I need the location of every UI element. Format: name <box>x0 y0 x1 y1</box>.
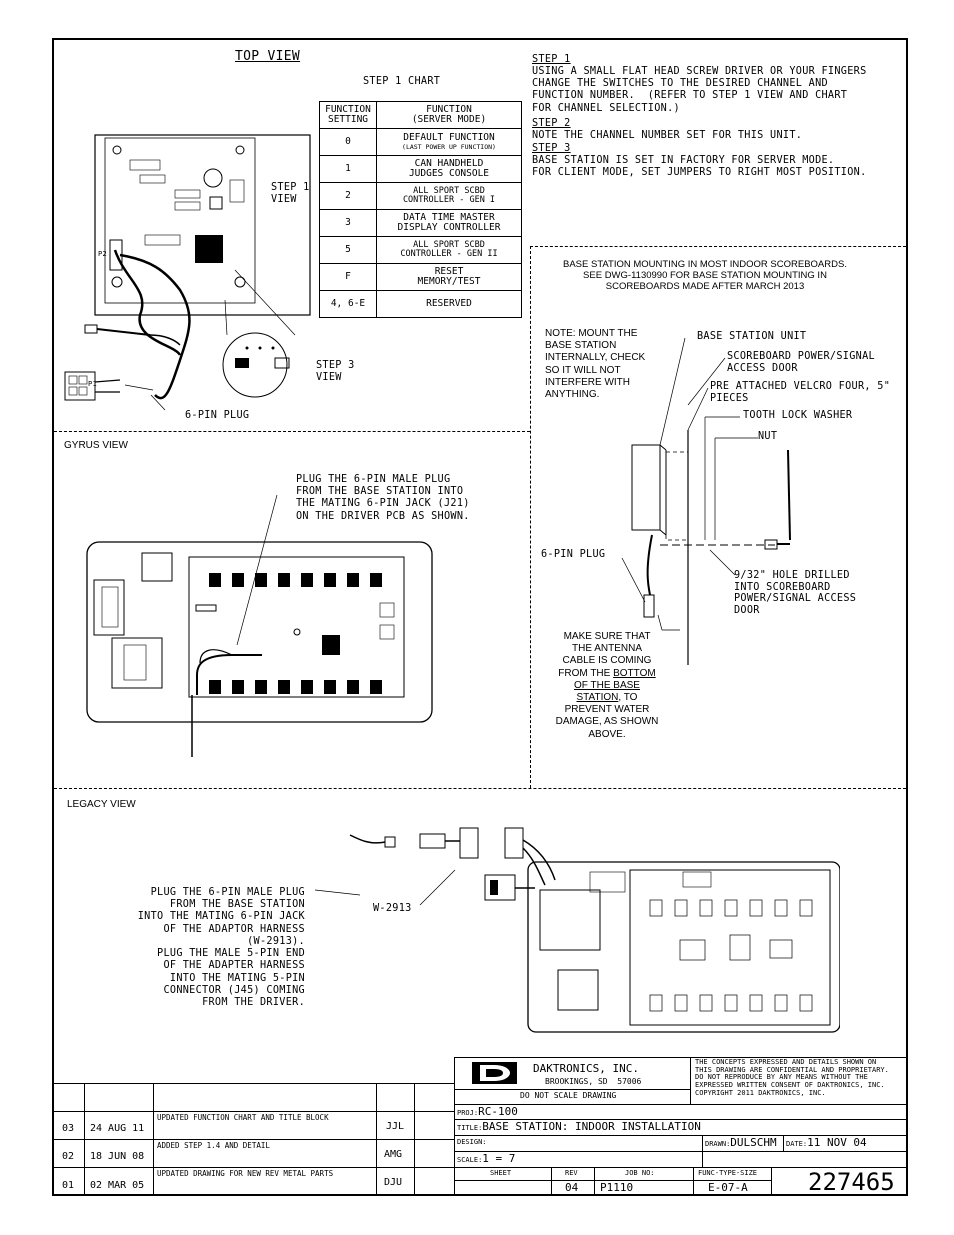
top-view-board-drawing <box>64 134 311 411</box>
chart-row: 5 ALL SPORT SCBD CONTROLLER - GEN II <box>319 236 522 264</box>
proj-field: PROJ:RC-100 <box>457 1105 518 1118</box>
chart-row: F RESET MEMORY/TEST <box>319 263 522 291</box>
label-six-pin-plug-mount: 6-PIN PLUG <box>541 549 606 560</box>
label-tooth-washer: TOOTH LOCK WASHER <box>743 410 853 421</box>
p2-label: P2 <box>98 250 108 258</box>
step2-text: NOTE THE CHANNEL NUMBER SET FOR THIS UNI… <box>532 130 803 141</box>
date-field: DATE:11 NOV 04 <box>786 1136 867 1149</box>
company-location: BROOKINGS, SD 57006 <box>545 1077 642 1086</box>
divider-mounting-right <box>906 246 907 788</box>
step3-text: BASE STATION IS SET IN FACTORY FOR SERVE… <box>532 155 867 179</box>
title-field: TITLE:BASE STATION: INDOOR INSTALLATION <box>457 1120 701 1133</box>
job-label: JOB NO: <box>625 1169 655 1177</box>
title-block-left <box>454 1057 455 1196</box>
label-velcro: PRE ATTACHED VELCRO FOUR, 5" PIECES <box>710 381 891 404</box>
top-view-title: TOP VIEW <box>235 49 301 64</box>
step1-chart-title: STEP 1 CHART <box>363 76 441 87</box>
divider-legacy-top <box>54 788 906 789</box>
six-pin-plug-label-top: 6-PIN PLUG <box>185 410 250 421</box>
design-field: DESIGN: <box>457 1138 487 1146</box>
rev-value: 04 <box>565 1181 579 1194</box>
func-value: E-07-A <box>708 1181 748 1194</box>
step1-heading: STEP 1 <box>532 54 571 65</box>
drawn-field: DRAWN:DULSCHM <box>705 1136 777 1149</box>
label-nut: NUT <box>758 431 778 442</box>
antenna-note: MAKE SURE THAT THE ANTENNA CABLE IS COMI… <box>555 631 659 740</box>
step1-view-label: STEP 1 VIEW <box>271 182 310 205</box>
company-name: DAKTRONICS, INC. <box>533 1062 639 1075</box>
legacy-text: PLUG THE 6-PIN MALE PLUG FROM THE BASE S… <box>137 887 305 1009</box>
chart-header-function: FUNCTION (SERVER MODE) <box>376 101 522 129</box>
mounting-diagram <box>621 337 791 665</box>
scale-field: SCALE:1 = 7 <box>457 1152 516 1165</box>
chart-header-setting: FUNCTION SETTING <box>319 101 377 129</box>
sheet-label: SHEET <box>490 1169 512 1177</box>
divider-mounting-top <box>530 246 906 247</box>
legacy-view-title: LEGACY VIEW <box>67 799 136 810</box>
p1-label: P1 <box>88 380 98 388</box>
gyrus-text: PLUG THE 6-PIN MALE PLUG FROM THE BASE S… <box>296 474 470 522</box>
drawing-number: 227465 <box>808 1168 895 1196</box>
divider-mounting-left <box>530 246 531 788</box>
gyrus-view-title: GYRUS VIEW <box>64 440 128 451</box>
chart-row: 3 DATA TIME MASTER DISPLAY CONTROLLER <box>319 209 522 237</box>
drawing-frame <box>52 38 908 1196</box>
label-base-station-unit: BASE STATION UNIT <box>697 331 807 342</box>
step2-heading: STEP 2 <box>532 118 571 129</box>
daktronics-logo <box>472 1062 517 1084</box>
legacy-board-drawing <box>314 827 840 1033</box>
mounting-header: BASE STATION MOUNTING IN MOST INDOOR SCO… <box>563 259 847 292</box>
label-access-door: SCOREBOARD POWER/SIGNAL ACCESS DOOR <box>727 351 875 374</box>
step1-text: USING A SMALL FLAT HEAD SCREW DRIVER OR … <box>532 66 867 114</box>
title-block-top <box>454 1057 908 1058</box>
chart-row: 1 CAN HANDHELD JUDGES CONSOLE <box>319 155 522 183</box>
label-hole: 9/32" HOLE DRILLED INTO SCOREBOARD POWER… <box>734 570 857 617</box>
mounting-note: NOTE: MOUNT THE BASE STATION INTERNALLY,… <box>545 328 646 400</box>
no-scale-note: DO NOT SCALE DRAWING <box>520 1091 617 1100</box>
chart-row: 0 DEFAULT FUNCTION(LAST POWER UP FUNCTIO… <box>319 128 522 156</box>
harness-label: W-2913 <box>373 903 412 914</box>
job-value: P1110 <box>600 1181 634 1194</box>
rev-label: REV <box>565 1169 578 1177</box>
step3-view-label: STEP 3 VIEW <box>316 360 355 383</box>
step3-heading: STEP 3 <box>532 143 571 154</box>
step1-chart: FUNCTION SETTING FUNCTION (SERVER MODE) … <box>319 101 522 318</box>
func-label: FUNC-TYPE-SIZE <box>698 1169 758 1177</box>
chart-row: 4, 6-E RESERVED <box>319 290 522 318</box>
divider-top-left <box>54 431 530 432</box>
chart-row: 2 ALL SPORT SCBD CONTROLLER - GEN I <box>319 182 522 210</box>
gyrus-board-drawing <box>86 495 433 757</box>
confidential-note: THE CONCEPTS EXPRESSED AND DETAILS SHOWN… <box>695 1058 889 1097</box>
